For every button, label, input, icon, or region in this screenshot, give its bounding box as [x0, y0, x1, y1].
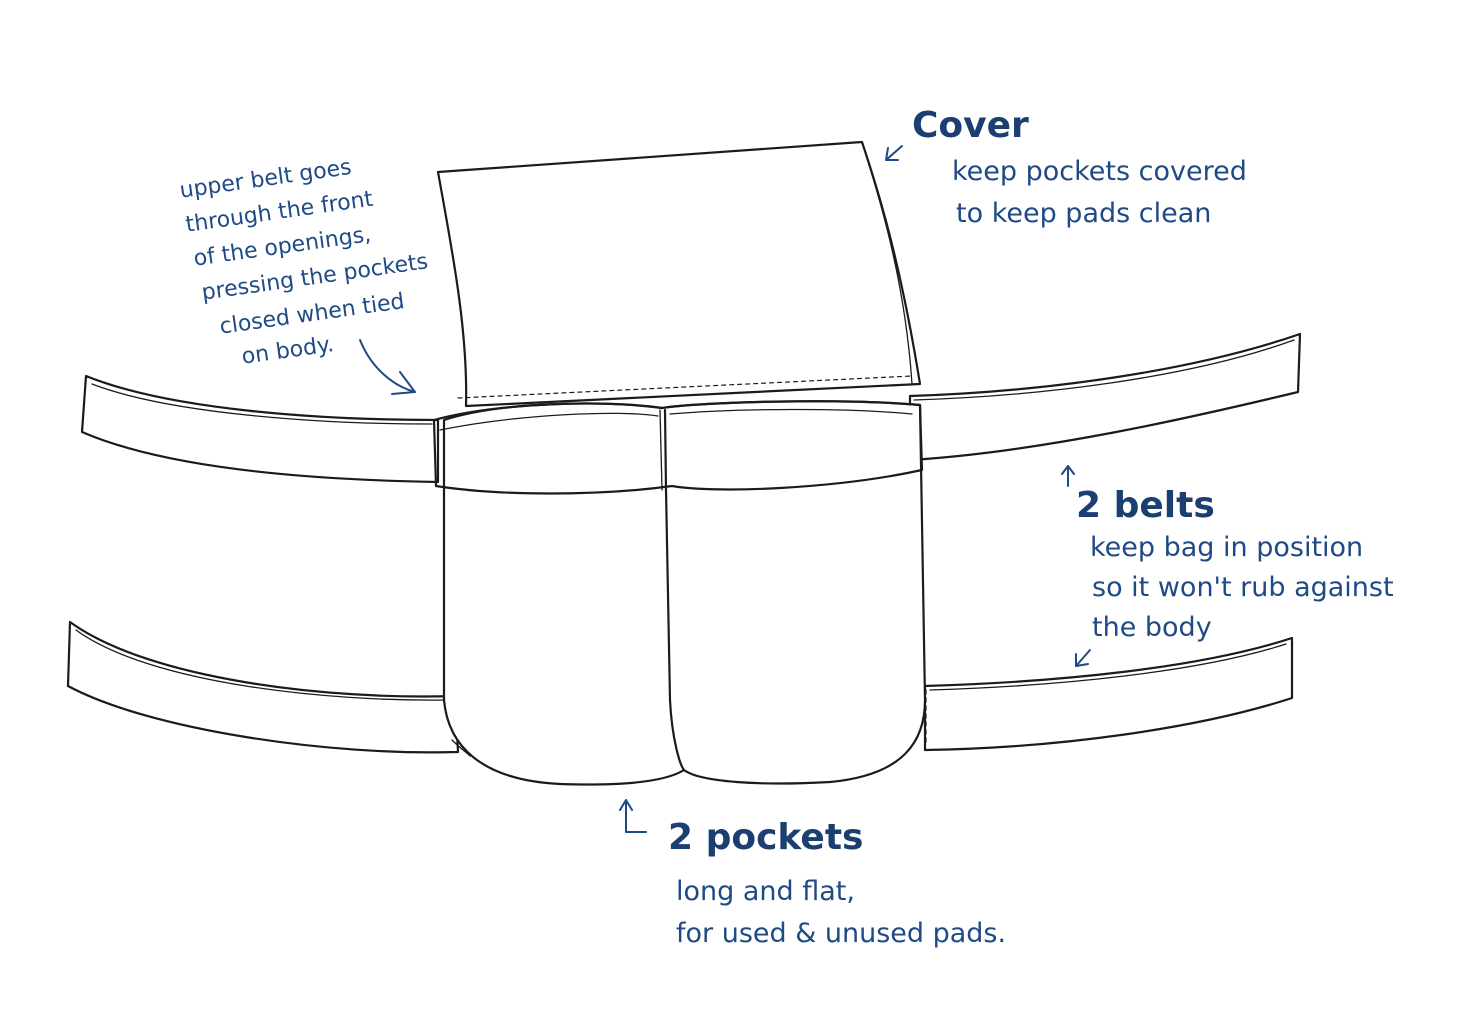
belts-line-1: keep bag in position [1090, 532, 1364, 563]
lower-belt-left [66, 620, 460, 754]
belts-arrow-up [1061, 465, 1075, 487]
cover-flap [436, 140, 922, 408]
belts-arrow-down [1075, 649, 1091, 667]
pockets-line-2: for used & unused pads. [676, 918, 1007, 949]
belts-title: 2 belts [1076, 485, 1215, 526]
lower-belt-right [923, 636, 1294, 752]
cover-line-2: to keep pads clean [956, 198, 1212, 229]
pockets-title: 2 pockets [668, 817, 864, 858]
cover-title: Cover [912, 105, 1029, 146]
upper-belt-left [80, 374, 440, 484]
belts-line-2: so it won't rub against [1092, 572, 1394, 603]
pockets-line-1: long and flat, [676, 876, 855, 907]
belts-line-3: the body [1092, 612, 1212, 643]
cover-arrow [885, 145, 903, 161]
pockets-arrow [619, 799, 647, 833]
upper-belt-right [908, 332, 1302, 462]
upper-belt-note-arrow [359, 339, 416, 395]
cover-line-1: keep pockets covered [952, 156, 1247, 187]
pockets-body [432, 400, 927, 786]
